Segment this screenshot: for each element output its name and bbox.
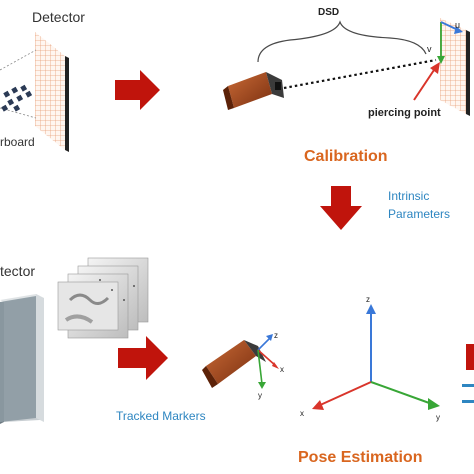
- pose-estimation-title: Pose Estimation: [298, 449, 422, 466]
- detector-label-bottom: tector: [0, 263, 35, 279]
- piercing-point-pointer: [413, 62, 440, 101]
- marker-axes: [257, 334, 279, 389]
- detector-label-top: Detector: [32, 9, 85, 25]
- marker-z-label: z: [274, 331, 278, 340]
- xray-source-icon: [223, 72, 284, 110]
- ray-lines: [0, 49, 37, 119]
- intrinsic-label-line2: Parameters: [388, 207, 450, 221]
- pose-axes: [312, 304, 440, 410]
- dsd-brace: [257, 20, 427, 63]
- detector-panel-calibration: [440, 18, 470, 116]
- dsd-label: DSD: [318, 7, 339, 18]
- central-ray: [283, 58, 437, 90]
- flow-arrow-down: [320, 186, 362, 230]
- pose-y-label: y: [436, 413, 440, 422]
- flow-arrow-top: [115, 70, 160, 110]
- detector-panel-top: [35, 32, 69, 152]
- u-axis-label: u: [455, 20, 460, 30]
- pose-z-label: z: [366, 295, 370, 304]
- calibration-title: Calibration: [304, 148, 388, 165]
- checkerboard-label: rboard: [0, 135, 35, 149]
- v-axis-label: v: [427, 44, 432, 54]
- piercing-point-label: piercing point: [368, 107, 441, 119]
- detector-panel-bottom: [0, 294, 44, 424]
- marker-y-label: y: [258, 391, 262, 400]
- pose-x-label: x: [300, 409, 304, 418]
- marker-x-label: x: [280, 365, 284, 374]
- checkerboard-icon: [1, 84, 33, 112]
- xray-image-stack-icon: [57, 257, 149, 339]
- right-edge-partial-elements: [462, 344, 474, 403]
- flow-arrow-bottom: [118, 336, 168, 380]
- tracked-markers-label: Tracked Markers: [116, 409, 206, 423]
- uv-axes: [437, 21, 463, 64]
- tracked-xray-source-icon: [202, 340, 266, 388]
- intrinsic-label-line1: Intrinsic: [388, 189, 429, 203]
